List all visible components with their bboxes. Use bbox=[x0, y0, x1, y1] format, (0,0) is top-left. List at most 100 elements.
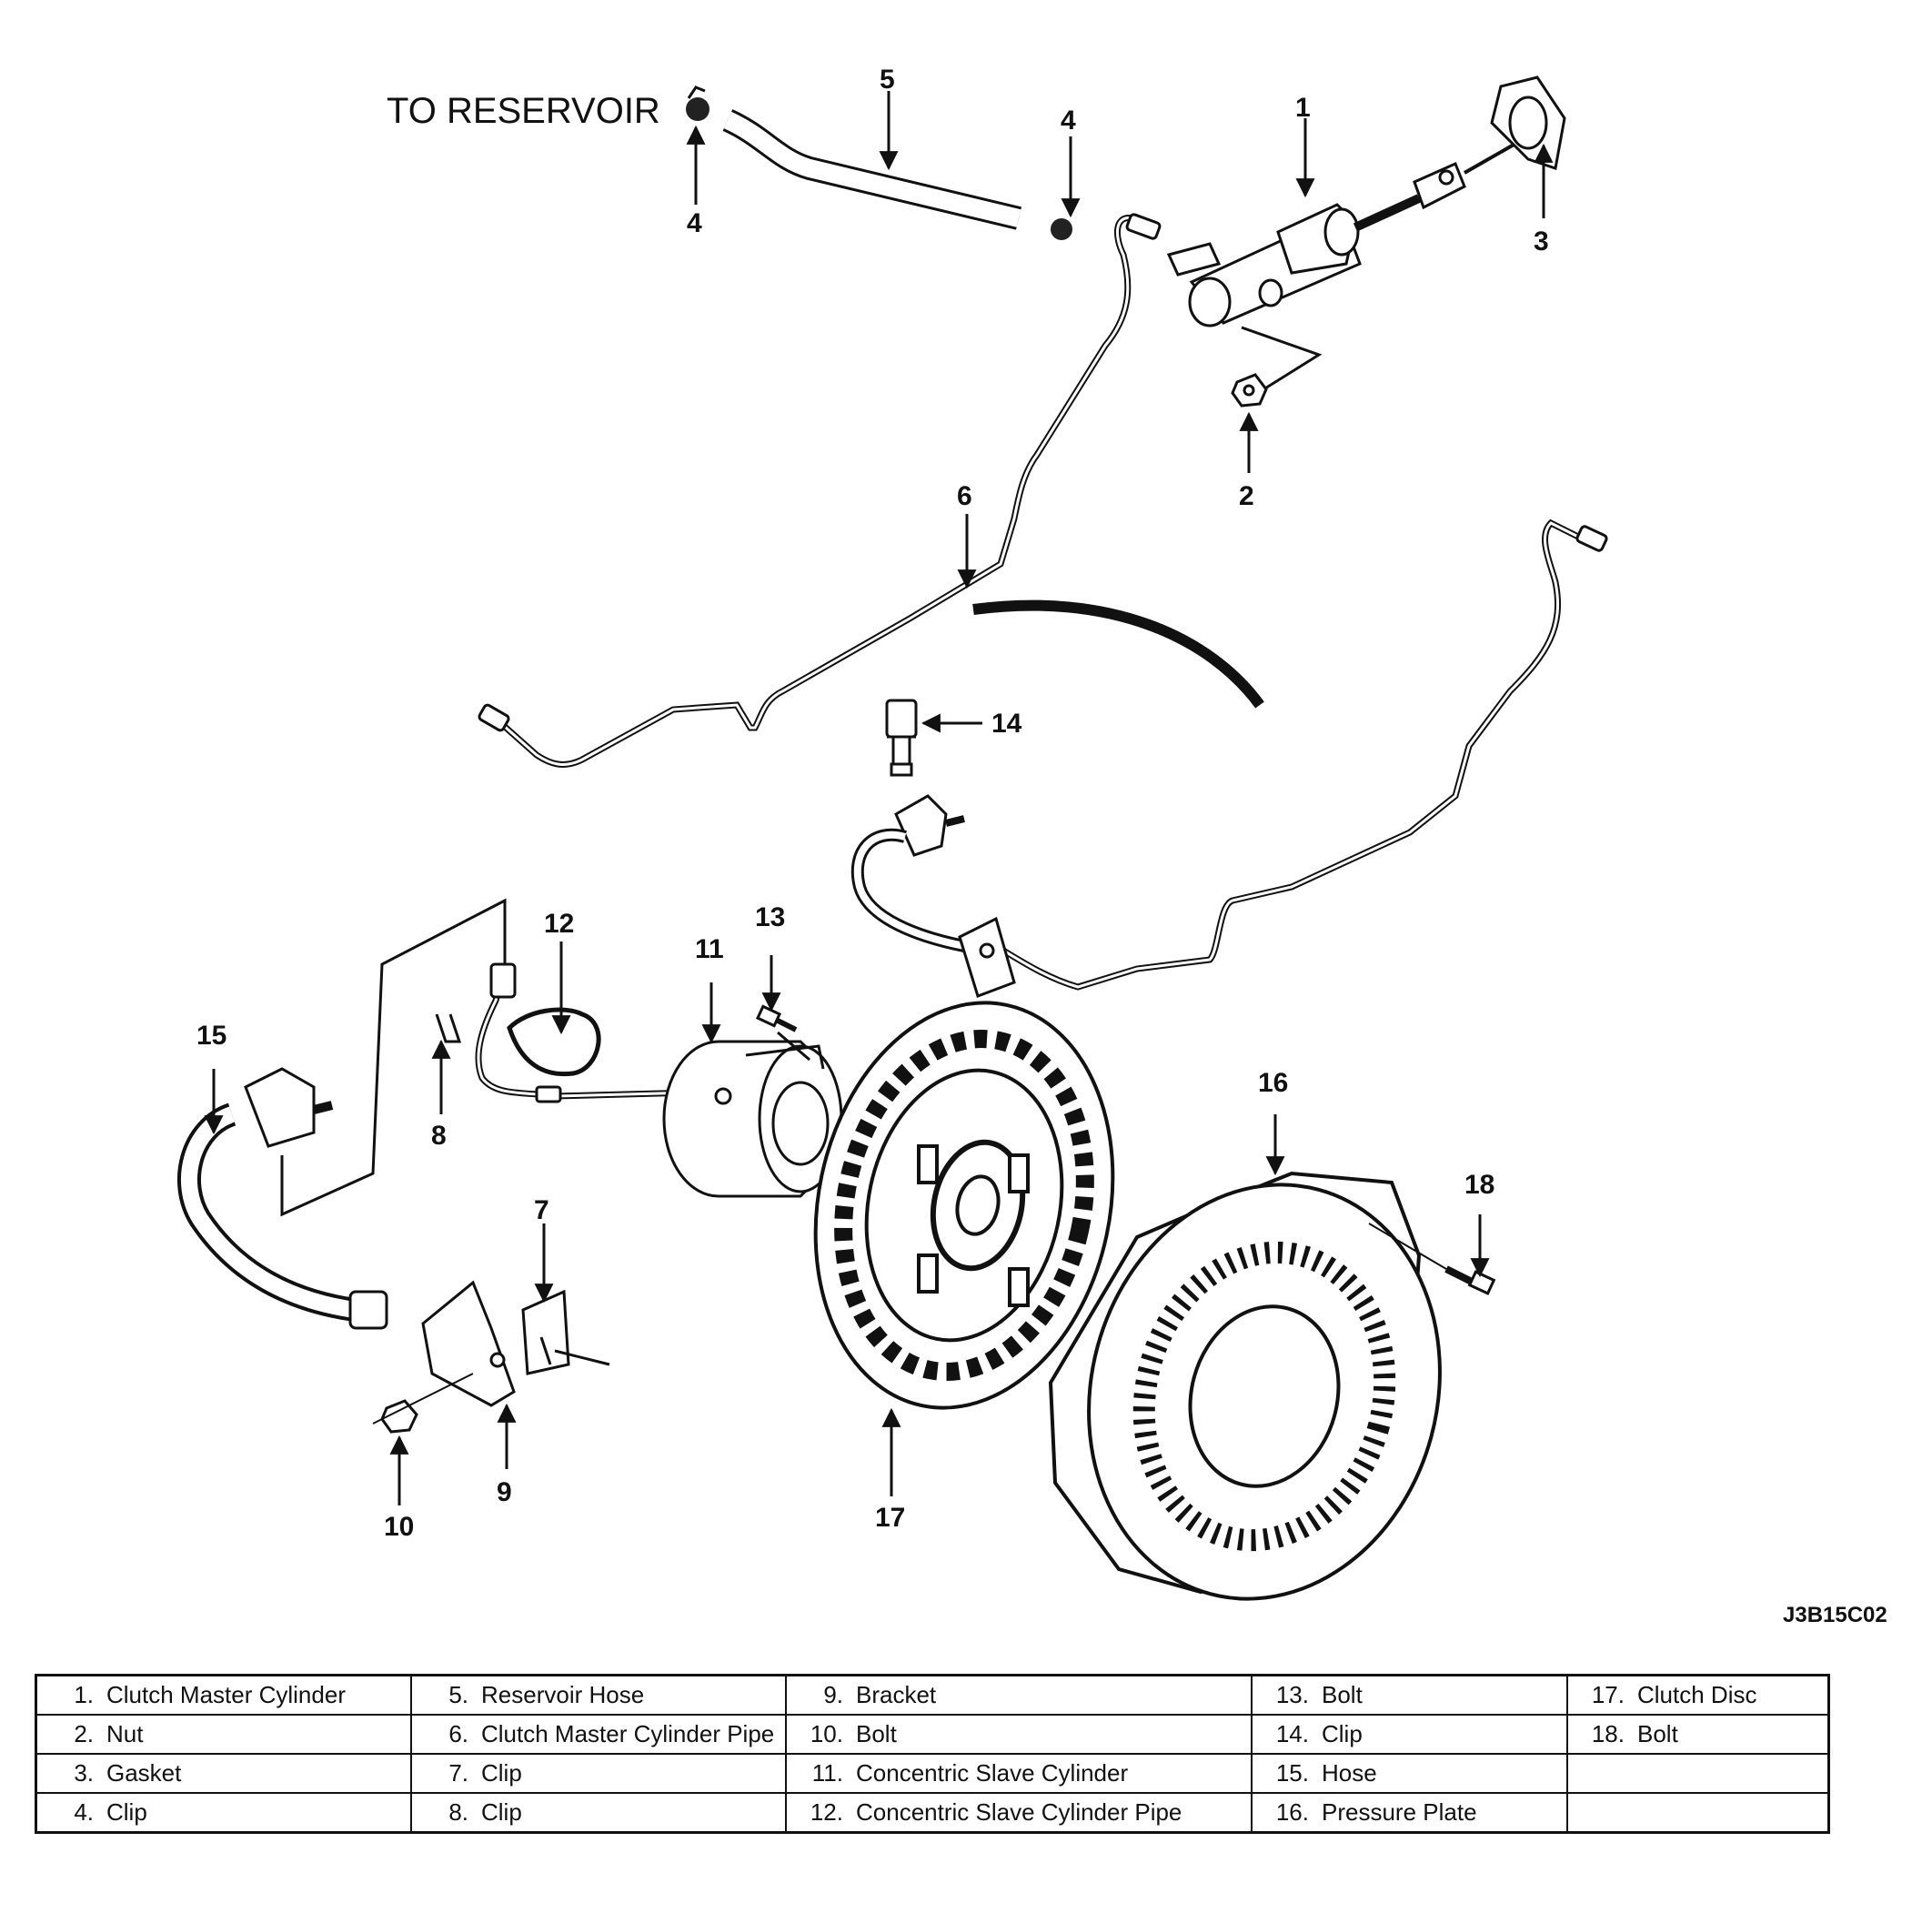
legend-cell: 4. Clip bbox=[35, 1792, 412, 1834]
clip-7 bbox=[521, 1289, 610, 1375]
callout-14: 14 bbox=[991, 709, 1022, 739]
legend-cell: 15. Hose bbox=[1251, 1753, 1568, 1794]
bracket-9 bbox=[421, 1280, 516, 1407]
clip-4-middle bbox=[1051, 218, 1072, 240]
legend-item-number: 9. bbox=[823, 1681, 843, 1708]
callout-13: 13 bbox=[755, 902, 785, 932]
legend-item-label: Clutch Master Cylinder bbox=[106, 1681, 346, 1708]
legend-item-label: Bolt bbox=[1322, 1681, 1363, 1708]
legend-row: 4. Clip 8. Clip 12. Concentric Slave Cylinder… bbox=[35, 1792, 1830, 1834]
clutch-master-cylinder-pipe bbox=[478, 213, 1162, 768]
hose-fitting-right bbox=[850, 794, 1016, 998]
legend-item-number: 7. bbox=[448, 1759, 468, 1787]
legend-item-number: 16. bbox=[1275, 1798, 1309, 1826]
legend-item-number: 4. bbox=[74, 1798, 94, 1826]
legend-item-label: Bolt bbox=[1637, 1720, 1678, 1747]
legend-item-label: Concentric Slave Cylinder Pipe bbox=[856, 1798, 1182, 1826]
legend-item-number: 6. bbox=[448, 1720, 468, 1747]
clip-14 bbox=[885, 699, 918, 777]
legend-item-label: Pressure Plate bbox=[1322, 1798, 1477, 1826]
callout-16: 16 bbox=[1258, 1068, 1288, 1098]
callout-7: 7 bbox=[534, 1195, 549, 1225]
legend-item-number: 18. bbox=[1591, 1720, 1625, 1747]
callout-3: 3 bbox=[1534, 227, 1549, 257]
legend-cell: 12. Concentric Slave Cylinder Pipe bbox=[785, 1792, 1253, 1834]
callout-leaders bbox=[204, 91, 1554, 1505]
legend-item-number: 12. bbox=[810, 1798, 843, 1826]
clutch-master-cylinder bbox=[1166, 135, 1529, 402]
legend-item-label: Gasket bbox=[106, 1759, 182, 1787]
bolt-10 bbox=[372, 1373, 474, 1434]
legend-row: 2. Nut 6. Clutch Master Cylinder Pipe 10. Bol… bbox=[35, 1714, 1830, 1755]
concentric-slave-cylinder bbox=[662, 1031, 843, 1198]
legend-item-number: 10. bbox=[810, 1720, 843, 1747]
callout-8: 8 bbox=[431, 1121, 447, 1151]
figure-id: J3B15C02 bbox=[1783, 1603, 1887, 1627]
legend-cell: 3. Gasket bbox=[35, 1753, 412, 1794]
callout-4-left: 4 bbox=[687, 208, 702, 238]
callout-11: 11 bbox=[695, 934, 724, 964]
legend-item-number: 1. bbox=[74, 1681, 94, 1708]
callout-18: 18 bbox=[1464, 1170, 1494, 1200]
clip-8 bbox=[435, 1013, 462, 1043]
callout-1: 1 bbox=[1295, 93, 1311, 123]
clutch-disc bbox=[813, 1001, 1115, 1410]
legend-item-label: Clutch Disc bbox=[1637, 1681, 1757, 1708]
callout-5: 5 bbox=[880, 65, 895, 95]
callout-2: 2 bbox=[1239, 481, 1254, 511]
legend-item-label: Bracket bbox=[856, 1681, 937, 1708]
legend-item-number: 13. bbox=[1275, 1681, 1309, 1708]
callout-4-middle: 4 bbox=[1061, 106, 1076, 136]
legend-cell: 7.Clip bbox=[410, 1753, 787, 1794]
decorative-arc bbox=[972, 599, 1264, 709]
legend-item-label: Clutch Master Cylinder Pipe bbox=[481, 1720, 775, 1747]
legend-cell bbox=[1566, 1753, 1830, 1794]
legend-cell: 10. Bolt bbox=[785, 1714, 1253, 1755]
gasket bbox=[1490, 76, 1566, 170]
callout-numbers: 1 2 3 4 4 5 6 7 8 9 10 11 12 13 14 15 16… bbox=[196, 65, 1549, 1542]
callout-15: 15 bbox=[196, 1021, 226, 1051]
legend-item-label: Clip bbox=[481, 1798, 522, 1826]
legend-item-label: Clip bbox=[1322, 1720, 1363, 1747]
legend-cell: 13. Bolt bbox=[1251, 1674, 1568, 1716]
nut-2 bbox=[1231, 373, 1268, 408]
legend-item-label: Hose bbox=[1322, 1759, 1377, 1787]
pressure-plate bbox=[1048, 1171, 1442, 1601]
legend-item-number: 8. bbox=[448, 1798, 468, 1826]
legend-item-label: Concentric Slave Cylinder bbox=[856, 1759, 1129, 1787]
reservoir-hose bbox=[722, 109, 1022, 230]
hose-15 bbox=[176, 1067, 388, 1330]
legend-cell: 2. Nut bbox=[35, 1714, 412, 1755]
legend-cell: 5.Reservoir Hose bbox=[410, 1674, 787, 1716]
legend-item-label: Bolt bbox=[856, 1720, 897, 1747]
legend-cell: 9. Bracket bbox=[785, 1674, 1253, 1716]
legend-item-number: 17. bbox=[1591, 1681, 1625, 1708]
clutch-hydraulic-exploded-diagram: TO RESERVOIR bbox=[176, 65, 1608, 1601]
legend-item-number: 11. bbox=[811, 1759, 843, 1787]
clip-4-left bbox=[686, 86, 709, 121]
bolt-13 bbox=[755, 1004, 798, 1032]
callout-6: 6 bbox=[957, 481, 972, 511]
legend-item-number: 14. bbox=[1275, 1720, 1309, 1747]
concentric-slave-cylinder-pipe bbox=[280, 898, 729, 1217]
legend-item-label: Clip bbox=[106, 1798, 147, 1826]
legend-item-number: 15. bbox=[1275, 1759, 1309, 1787]
legend-cell: 6. Clutch Master Cylinder Pipe bbox=[410, 1714, 787, 1755]
legend-item-number: 3. bbox=[74, 1759, 94, 1787]
callout-17: 17 bbox=[875, 1503, 905, 1533]
legend-cell: 11. Concentric Slave Cylinder bbox=[785, 1753, 1253, 1794]
legend-item-label: Nut bbox=[106, 1720, 144, 1747]
legend-item-number: 2. bbox=[74, 1720, 94, 1747]
parts-legend-table: 1. Clutch Master Cylinder 5.Reservoir Hose… bbox=[35, 1674, 1830, 1834]
to-reservoir-label: TO RESERVOIR bbox=[387, 91, 660, 131]
legend-row: 3. Gasket 7.Clip 11. Concentric Slave Cylind… bbox=[35, 1753, 1830, 1794]
legend-cell bbox=[1566, 1792, 1830, 1834]
legend-cell: 16. Pressure Plate bbox=[1251, 1792, 1568, 1834]
legend-cell: 14. Clip bbox=[1251, 1714, 1568, 1755]
callout-10: 10 bbox=[384, 1512, 414, 1542]
legend-item-number: 5. bbox=[448, 1681, 468, 1708]
legend-cell: 17. Clutch Disc bbox=[1566, 1674, 1830, 1716]
legend-cell: 1. Clutch Master Cylinder bbox=[35, 1674, 412, 1716]
legend-row: 1. Clutch Master Cylinder 5.Reservoir Hose… bbox=[35, 1674, 1830, 1716]
slave-cylinder-pipe-long bbox=[994, 519, 1608, 991]
